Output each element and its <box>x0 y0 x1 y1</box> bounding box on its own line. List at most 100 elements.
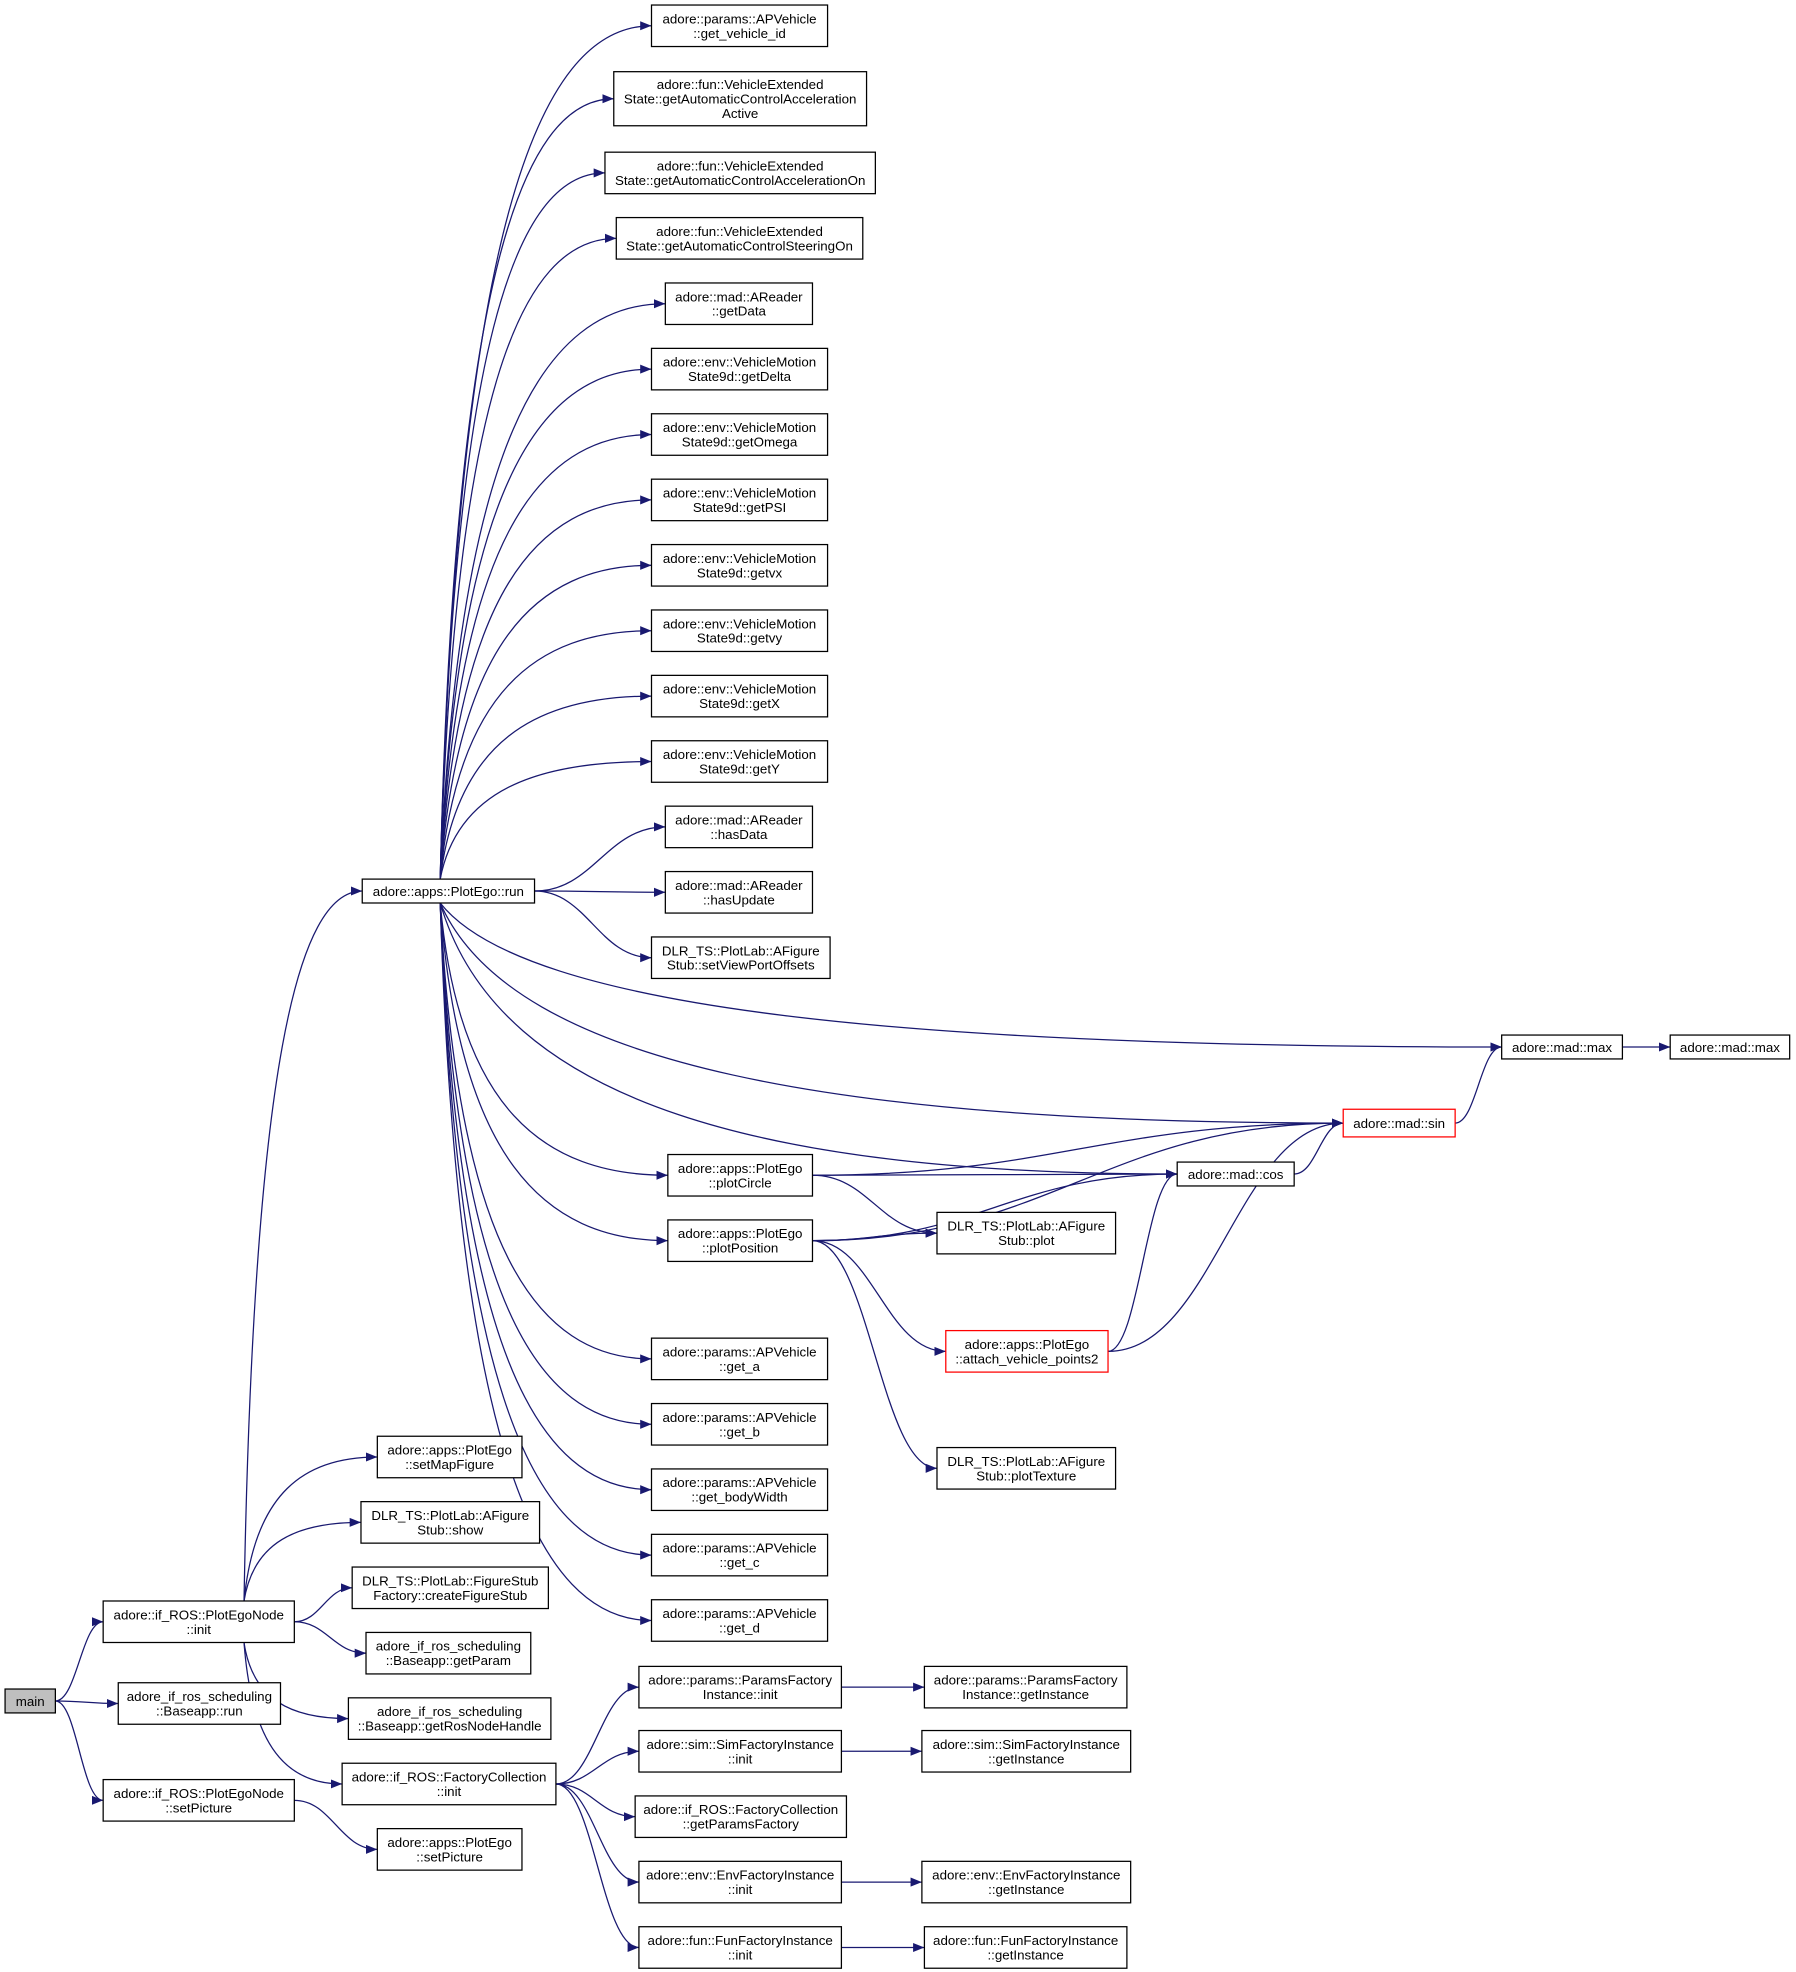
node-label: Stub::setViewPortOffsets <box>667 958 815 973</box>
node-box <box>650 347 829 391</box>
node-sim-init[interactable]: adore::sim::SimFactoryInstance::init <box>638 1729 843 1773</box>
node-label: adore::mad::AReader <box>675 878 803 893</box>
node-params-getInstance[interactable]: adore::params::ParamsFactoryInstance::ge… <box>923 1665 1128 1709</box>
node-label: ::getInstance <box>988 1751 1064 1766</box>
node-max1[interactable]: adore::mad::max <box>1501 1034 1624 1060</box>
node-get-d[interactable]: adore::params::APVehicle::get_d <box>650 1599 829 1642</box>
node-getParamsFactory[interactable]: adore::if_ROS::FactoryCollection::getPar… <box>634 1795 848 1839</box>
node-node-setPicture[interactable]: adore::if_ROS::PlotEgoNode::setPicture <box>102 1778 295 1822</box>
node-get-vehicle-id[interactable]: adore::params::APVehicle::get_vehicle_id <box>650 4 829 48</box>
node-label: adore::env::VehicleMotion <box>663 420 816 435</box>
node-box <box>921 1729 1132 1773</box>
node-label: ::setPicture <box>416 1849 483 1864</box>
node-fun-getInstance[interactable]: adore::fun::FunFactoryInstance::getInsta… <box>923 1926 1128 1969</box>
node-getData[interactable]: adore::mad::AReader::getData <box>664 282 814 326</box>
node-label: adore::if_ROS::PlotEgoNode <box>114 1786 284 1801</box>
node-fun-init[interactable]: adore::fun::FunFactoryInstance::init <box>638 1926 843 1969</box>
node-env-getInstance[interactable]: adore::env::EnvFactoryInstance::getInsta… <box>921 1860 1132 1904</box>
node-box <box>102 1600 295 1644</box>
edge-plotCircle-to-sin <box>812 1118 1344 1176</box>
node-acc-active[interactable]: adore::fun::VehicleExtendedState::getAut… <box>613 71 868 127</box>
node-cos[interactable]: adore::mad::cos <box>1176 1161 1295 1187</box>
node-get-c[interactable]: adore::params::APVehicle::get_c <box>650 1533 829 1577</box>
node-label: DLR_TS::PlotLab::AFigure <box>947 1219 1105 1234</box>
node-label: adore::mad::max <box>1680 1040 1780 1055</box>
node-plotego-setPicture[interactable]: adore::apps::PlotEgo::setPicture <box>376 1827 523 1871</box>
nodes-layer: main adore::params::APVehicle::get_vehicl… <box>4 4 1791 1969</box>
node-box <box>664 282 814 326</box>
node-box <box>650 740 829 783</box>
node-sin[interactable]: adore::mad::sin <box>1342 1108 1456 1138</box>
node-max2[interactable]: adore::mad::max <box>1669 1034 1791 1060</box>
node-plotego-run[interactable]: adore::apps::PlotEgo::run <box>361 878 536 904</box>
node-label: adore_if_ros_scheduling <box>377 1704 522 1719</box>
node-setViewPortOffsets[interactable]: DLR_TS::PlotLab::AFigureStub::setViewPor… <box>650 936 831 980</box>
node-box <box>638 1860 843 1904</box>
node-label: Factory::createFigureStub <box>373 1588 527 1603</box>
node-get-a[interactable]: adore::params::APVehicle::get_a <box>650 1337 829 1381</box>
node-node-init[interactable]: adore::if_ROS::PlotEgoNode::init <box>102 1600 295 1644</box>
node-getOmega[interactable]: adore::env::VehicleMotionState9d::getOme… <box>650 413 829 456</box>
edge-plotego_run-to-plotCircle <box>439 902 668 1180</box>
node-hasData[interactable]: adore::mad::AReader::hasData <box>664 805 814 849</box>
node-box <box>664 870 814 914</box>
node-main[interactable]: main <box>4 1688 57 1714</box>
edge-main-to-node_setPicture <box>55 1700 104 1805</box>
node-setMapFigure[interactable]: adore::apps::PlotEgo::setMapFigure <box>376 1435 523 1479</box>
edge-node_init-to-plotego_run <box>243 886 363 1602</box>
node-hasUpdate[interactable]: adore::mad::AReader::hasUpdate <box>664 870 814 914</box>
node-steer-on[interactable]: adore::fun::VehicleExtendedState::getAut… <box>615 216 864 260</box>
node-label: adore::params::ParamsFactory <box>934 1673 1118 1688</box>
node-baseapp-run[interactable]: adore_if_ros_scheduling::Baseapp::run <box>117 1682 282 1725</box>
node-label: Stub::plotTexture <box>976 1468 1076 1483</box>
node-plotTexture[interactable]: DLR_TS::PlotLab::AFigureStub::plotTextur… <box>936 1446 1117 1490</box>
node-createFigureStub[interactable]: DLR_TS::PlotLab::FigureStubFactory::crea… <box>351 1566 550 1610</box>
node-getParam[interactable]: adore_if_ros_scheduling::Baseapp::getPar… <box>365 1631 532 1675</box>
node-box <box>936 1446 1117 1490</box>
node-attach[interactable]: adore::apps::PlotEgo::attach_vehicle_poi… <box>945 1329 1109 1373</box>
edge-plotego_run-to-getDelta <box>439 364 652 880</box>
node-label: main <box>16 1694 45 1709</box>
node-getRosNodeHandle[interactable]: adore_if_ros_scheduling::Baseapp::getRos… <box>347 1697 552 1740</box>
node-get-bodyWidth[interactable]: adore::params::APVehicle::get_bodyWidth <box>650 1468 829 1512</box>
node-get-b[interactable]: adore::params::APVehicle::get_b <box>650 1402 829 1446</box>
edge-plotCircle-to-plot <box>812 1174 937 1238</box>
node-sim-getInstance[interactable]: adore::sim::SimFactoryInstance::getInsta… <box>921 1729 1132 1773</box>
node-label: adore::env::VehicleMotion <box>663 616 816 631</box>
node-label: ::get_a <box>719 1359 760 1374</box>
node-label: ::getInstance <box>987 1947 1063 1962</box>
node-box <box>664 805 814 849</box>
node-box <box>1501 1034 1624 1060</box>
node-box <box>361 878 536 904</box>
node-label: adore::mad::cos <box>1188 1167 1284 1182</box>
node-label: adore::apps::PlotEgo <box>678 1161 802 1176</box>
node-plotPosition[interactable]: adore::apps::PlotEgo::plotPosition <box>667 1219 814 1263</box>
node-box <box>102 1778 295 1822</box>
node-box <box>1176 1161 1295 1187</box>
node-label: adore::params::APVehicle <box>662 1344 816 1359</box>
node-label: adore::params::ParamsFactory <box>648 1673 832 1688</box>
node-label: adore::params::APVehicle <box>662 11 816 26</box>
node-acc-on[interactable]: adore::fun::VehicleExtendedState::getAut… <box>604 151 876 195</box>
node-label: DLR_TS::PlotLab::AFigure <box>662 943 820 958</box>
node-box <box>4 1688 57 1714</box>
node-label: adore::mad::AReader <box>675 812 803 827</box>
node-plotCircle[interactable]: adore::apps::PlotEgo::plotCircle <box>667 1153 814 1197</box>
node-params-init[interactable]: adore::params::ParamsFactoryInstance::in… <box>638 1665 843 1709</box>
node-env-init[interactable]: adore::env::EnvFactoryInstance::init <box>638 1860 843 1904</box>
edge-node_init-to-getParam <box>294 1621 367 1658</box>
node-getDelta[interactable]: adore::env::VehicleMotionState9d::getDel… <box>650 347 829 391</box>
node-box <box>1342 1108 1456 1138</box>
edge-plotPosition-to-plotTexture <box>812 1240 937 1473</box>
edge-node_init-to-fc_init <box>243 1642 343 1789</box>
node-fc-init[interactable]: adore::if_ROS::FactoryCollection::init <box>341 1762 557 1806</box>
node-box <box>613 71 868 127</box>
node-box <box>638 1665 843 1709</box>
